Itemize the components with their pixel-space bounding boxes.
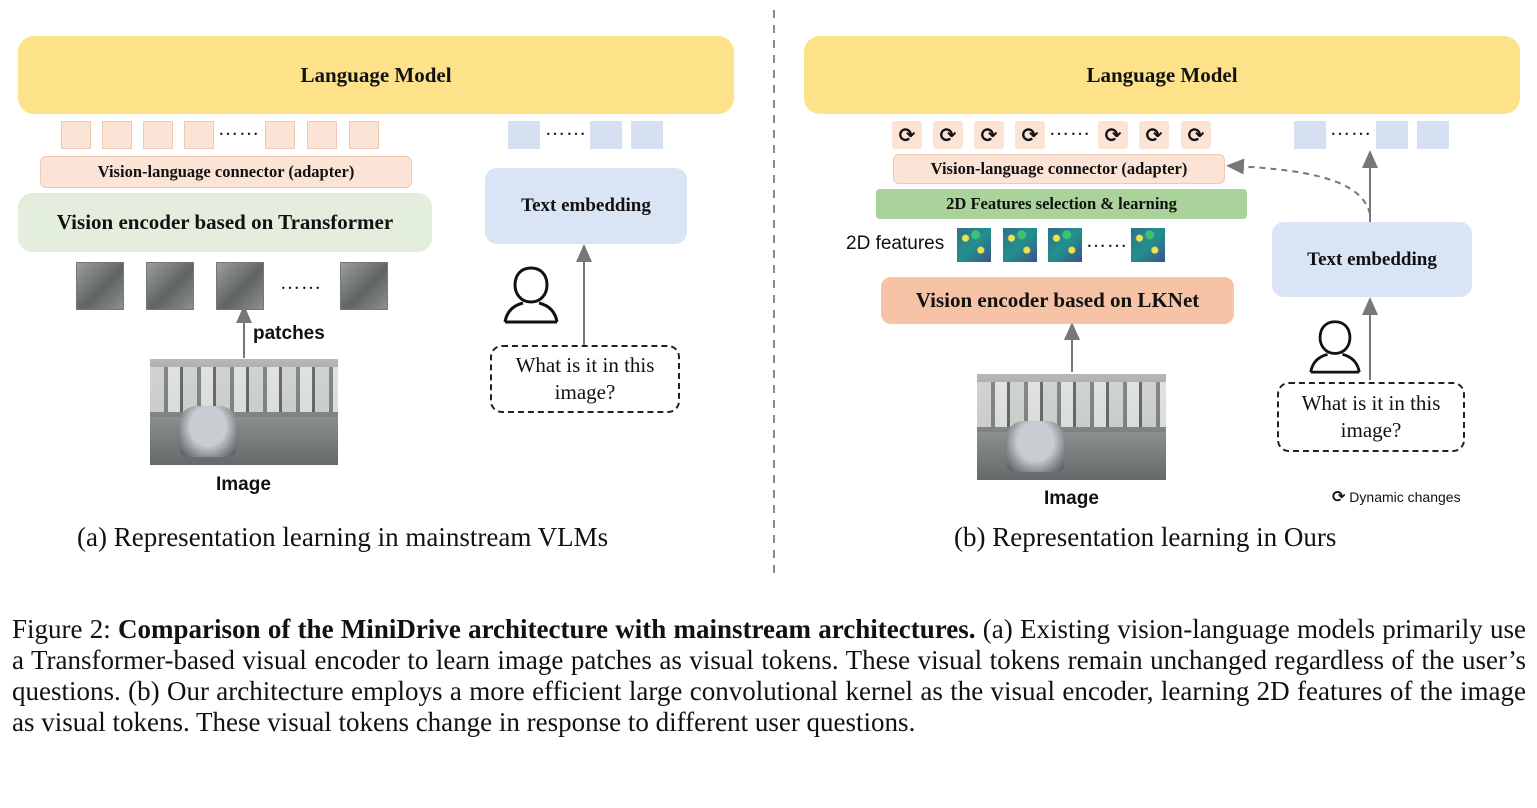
text-embedding-b: Text embedding — [1272, 222, 1472, 297]
refresh-icon: ⟳ — [980, 124, 998, 147]
features-label: 2D features — [846, 233, 945, 254]
user-icon — [1309, 320, 1361, 374]
dynamic-visual-token: ⟳ — [933, 121, 963, 149]
visual-token — [349, 121, 379, 149]
text-token — [1376, 121, 1408, 149]
figure-caption: Figure 2: Comparison of the MiniDrive ar… — [12, 614, 1526, 738]
dynamic-visual-token: ⟳ — [974, 121, 1004, 149]
adapter-a: Vision-language connector (adapter) — [40, 156, 412, 188]
image-patch — [76, 262, 124, 310]
user-question-a: What is it in this image? — [490, 345, 680, 413]
refresh-icon: ⟳ — [1332, 489, 1346, 506]
visual-token — [143, 121, 173, 149]
adapter-b: Vision-language connector (adapter) — [893, 154, 1225, 184]
transformer-encoder: Vision encoder based on Transformer — [18, 193, 432, 252]
feature-map — [1003, 228, 1037, 262]
token-ellipsis-b: …… — [1049, 118, 1091, 140]
user-icon — [503, 266, 559, 324]
adapter-a-label: Vision-language connector (adapter) — [97, 162, 355, 181]
visual-token — [61, 121, 91, 149]
lknet-encoder: Vision encoder based on LKNet — [881, 277, 1234, 324]
language-model-b-label: Language Model — [1086, 62, 1238, 87]
image-label-a: Image — [216, 474, 271, 495]
token-ellipsis-a: …… — [218, 118, 260, 140]
text-to-adapter-dashed-arrow — [1226, 158, 1371, 215]
text-embedding-b-label: Text embedding — [1307, 248, 1437, 270]
language-model-b: Language Model — [804, 36, 1520, 114]
caption-prefix: Figure 2: — [12, 614, 119, 644]
image-patch — [216, 262, 264, 310]
driving-image-a — [150, 359, 338, 465]
refresh-icon: ⟳ — [1187, 124, 1205, 147]
visual-token — [265, 121, 295, 149]
user-question-b: What is it in this image? — [1277, 382, 1465, 452]
feature-map — [957, 228, 991, 262]
feature-map — [1131, 228, 1165, 262]
legend-dynamic-label: Dynamic changes — [1349, 489, 1461, 505]
user-question-b-text: What is it in this image? — [1301, 391, 1441, 442]
image-label-b: Image — [1044, 488, 1099, 509]
visual-token — [307, 121, 337, 149]
adapter-b-label: Vision-language connector (adapter) — [930, 159, 1188, 178]
dynamic-visual-token: ⟳ — [1015, 121, 1045, 149]
text-token-ellipsis-b: …… — [1330, 118, 1372, 140]
refresh-icon: ⟳ — [1021, 124, 1039, 147]
dynamic-visual-token: ⟳ — [1181, 121, 1211, 149]
feature-map — [1048, 228, 1082, 262]
patch-ellipsis: …… — [280, 272, 322, 294]
refresh-icon: ⟳ — [939, 124, 957, 147]
subcaption-b: (b) Representation learning in Ours — [954, 522, 1337, 552]
dynamic-visual-token: ⟳ — [1098, 121, 1128, 149]
language-model-a: Language Model — [18, 36, 734, 114]
text-token — [631, 121, 663, 149]
feature-selection-label: 2D Features selection & learning — [946, 194, 1177, 213]
dynamic-visual-token: ⟳ — [1139, 121, 1169, 149]
image-patch — [146, 262, 194, 310]
dynamic-visual-token: ⟳ — [892, 121, 922, 149]
text-token-ellipsis-a: …… — [545, 118, 587, 140]
lknet-encoder-label: Vision encoder based on LKNet — [915, 288, 1200, 312]
text-token — [1294, 121, 1326, 149]
caption-body: (a) Existing vision-language models prim… — [12, 614, 1526, 737]
caption-title: Comparison of the MiniDrive architecture… — [118, 614, 976, 644]
feature-selection-block: 2D Features selection & learning — [876, 189, 1247, 219]
text-embedding-a: Text embedding — [485, 168, 687, 244]
refresh-icon: ⟳ — [1104, 124, 1122, 147]
text-token — [590, 121, 622, 149]
patches-label: patches — [253, 323, 325, 344]
image-patch — [340, 262, 388, 310]
transformer-encoder-label: Vision encoder based on Transformer — [56, 210, 394, 234]
visual-token — [184, 121, 214, 149]
visual-token — [102, 121, 132, 149]
text-embedding-a-label: Text embedding — [521, 195, 651, 216]
legend-dynamic: ⟳ Dynamic changes — [1332, 487, 1461, 507]
refresh-icon: ⟳ — [898, 124, 916, 147]
text-token — [508, 121, 540, 149]
feature-ellipsis: …… — [1086, 230, 1128, 252]
driving-image-b — [977, 374, 1166, 480]
refresh-icon: ⟳ — [1145, 124, 1163, 147]
language-model-a-label: Language Model — [300, 62, 452, 87]
user-question-a-text: What is it in this image? — [515, 353, 655, 404]
text-token — [1417, 121, 1449, 149]
subcaption-a: (a) Representation learning in mainstrea… — [77, 522, 609, 552]
